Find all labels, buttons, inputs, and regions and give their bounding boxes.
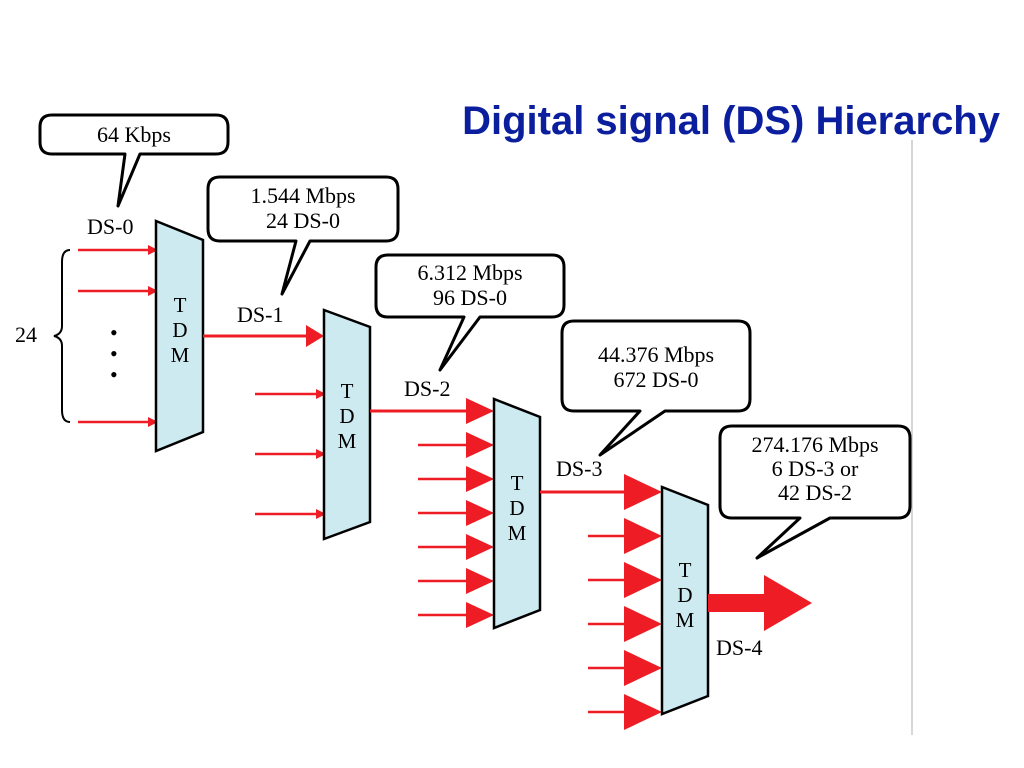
tdm-mux-1-t: T <box>174 293 187 317</box>
callout-ds3 <box>560 319 752 457</box>
label-ds4: DS-4 <box>716 635 762 660</box>
ds3-input-arrowhead-4 <box>624 606 662 642</box>
tdm-mux-4-d: D <box>677 583 692 607</box>
page-title: Digital signal (DS) Hierarchy <box>462 99 1001 143</box>
tdm-mux-2-d: D <box>339 404 354 428</box>
label-ds0: DS-0 <box>87 214 133 239</box>
input-brace <box>53 249 71 423</box>
tdm-mux-3-t: T <box>511 471 524 495</box>
callout-ds3-line1: 44.376 Mbps <box>598 342 714 367</box>
tdm-mux-1 <box>154 219 205 453</box>
tdm-mux-3 <box>492 397 542 630</box>
ds2-input-arrowhead-6 <box>466 568 494 594</box>
ds4-output-arrow <box>708 575 812 631</box>
callout-ds3-line2: 672 DS-0 <box>614 367 699 392</box>
ds2-input-arrowhead-4 <box>466 500 494 526</box>
callout-ds4-line3: 42 DS-2 <box>778 480 852 505</box>
ds3-input-arrowhead-6 <box>624 694 662 730</box>
callout-ds4 <box>718 424 912 560</box>
ds2-input-arrowhead-1 <box>466 398 494 424</box>
tdm-mux-1-m: M <box>171 343 190 367</box>
tdm-mux-2-m: M <box>338 429 357 453</box>
ellipsis-dot-3: • <box>110 362 118 387</box>
callout-ds0-line1: 64 Kbps <box>97 122 171 147</box>
label-ds1: DS-1 <box>237 302 283 327</box>
callout-ds2-line1: 6.312 Mbps <box>417 260 522 285</box>
tdm-mux-3-m: M <box>508 521 527 545</box>
callout-ds4-line1: 274.176 Mbps <box>751 432 878 457</box>
callout-ds0 <box>38 113 230 208</box>
label-ds2: DS-2 <box>404 376 450 401</box>
callout-ds2-line2: 96 DS-0 <box>433 285 507 310</box>
callout-ds4-line2: 6 DS-3 or <box>772 456 859 481</box>
ds1-link-arrowhead <box>306 325 324 347</box>
ds2-input-arrowhead-5 <box>466 534 494 560</box>
tdm-mux-4-m: M <box>676 608 695 632</box>
brace-count: 24 <box>15 322 37 347</box>
ds2-input-arrowhead-2 <box>466 432 494 458</box>
ellipsis-dot-1: • <box>110 320 118 345</box>
ds3-input-arrowhead-5 <box>624 650 662 686</box>
label-ds3: DS-3 <box>556 456 602 481</box>
ds3-input-arrowhead-2 <box>624 518 662 554</box>
tdm-mux-2 <box>322 308 372 541</box>
callout-ds1 <box>206 175 400 296</box>
ellipsis-dot-2: • <box>110 341 118 366</box>
callout-ds2 <box>374 253 566 372</box>
callout-ds1-line2: 24 DS-0 <box>266 208 340 233</box>
tdm-mux-1-d: D <box>172 318 187 342</box>
tdm-mux-2-t: T <box>341 379 354 403</box>
ds3-input-arrowhead-1 <box>624 474 662 510</box>
tdm-mux-4-t: T <box>679 558 692 582</box>
tdm-mux-4 <box>660 485 710 716</box>
callout-ds1-line1: 1.544 Mbps <box>250 183 355 208</box>
ds2-input-arrowhead-7 <box>466 602 494 628</box>
tdm-mux-3-d: D <box>509 496 524 520</box>
ds3-input-arrowhead-3 <box>624 562 662 598</box>
ds2-input-arrowhead-3 <box>466 466 494 492</box>
